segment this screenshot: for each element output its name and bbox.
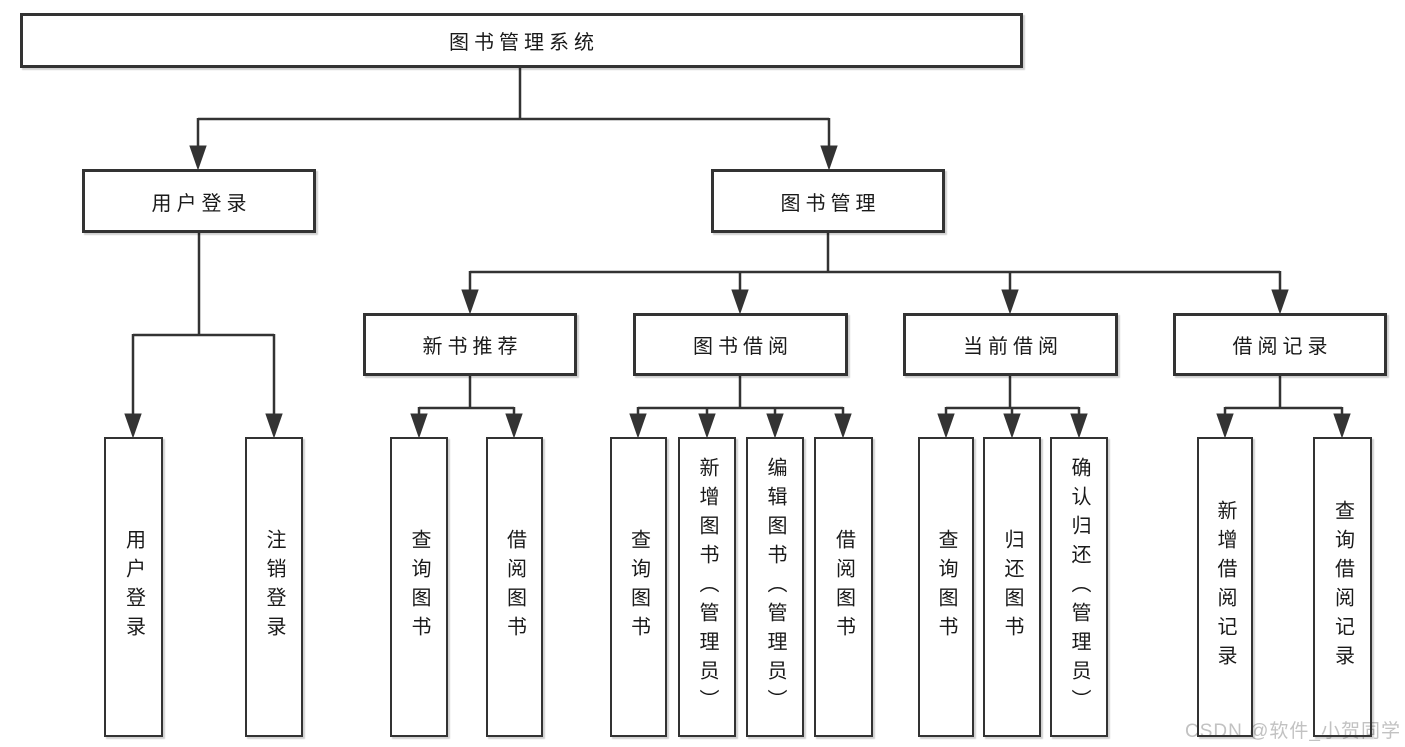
arrow-down-icon [1070, 413, 1088, 439]
leaf-edit-book-admin-label: 编辑图书（管理员） [764, 456, 786, 718]
arrow-down-icon [124, 413, 142, 439]
arrow-down-icon [1003, 413, 1021, 439]
leaf-return-book-label: 归还图书 [1001, 529, 1023, 645]
node-book-borrow: 图书借阅 [633, 313, 848, 376]
node-new-book-recommend-label: 新书推荐 [422, 336, 523, 358]
leaf-query-books-current: 查询图书 [918, 437, 974, 737]
node-borrow-records-label: 借阅记录 [1232, 336, 1333, 358]
leaf-query-books-recommend: 查询图书 [390, 437, 448, 737]
arrow-down-icon [820, 145, 838, 171]
leaf-add-book-admin: 新增图书（管理员） [678, 437, 736, 737]
leaf-borrow-books: 借阅图书 [814, 437, 873, 737]
leaf-add-book-admin-label: 新增图书（管理员） [696, 456, 718, 718]
leaf-add-borrow-record-label: 新增借阅记录 [1214, 500, 1236, 674]
arrow-down-icon [265, 413, 283, 439]
leaf-confirm-return-admin: 确认归还（管理员） [1050, 437, 1108, 737]
arrow-down-icon [461, 289, 479, 315]
leaf-borrow-books-label: 借阅图书 [832, 529, 855, 645]
arrow-down-icon [834, 413, 852, 439]
node-new-book-recommend: 新书推荐 [363, 313, 577, 376]
node-user-login: 用户登录 [82, 169, 316, 233]
leaf-add-borrow-record: 新增借阅记录 [1197, 437, 1253, 737]
arrow-down-icon [731, 289, 749, 315]
leaf-confirm-return-admin-label: 确认归还（管理员） [1068, 456, 1090, 718]
leaf-edit-book-admin: 编辑图书（管理员） [746, 437, 804, 737]
leaf-query-books-recommend-label: 查询图书 [408, 529, 430, 645]
node-current-borrow-label: 当前借阅 [963, 336, 1063, 358]
arrow-down-icon [1001, 289, 1019, 315]
arrow-down-icon [1216, 413, 1234, 439]
leaf-query-borrow-record: 查询借阅记录 [1313, 437, 1372, 737]
node-root-label: 图书管理系统 [449, 32, 599, 54]
node-current-borrow: 当前借阅 [903, 313, 1118, 376]
node-book-borrow-label: 图书借阅 [693, 336, 793, 358]
arrow-down-icon [629, 413, 647, 439]
leaf-query-borrow-record-label: 查询借阅记录 [1331, 500, 1354, 674]
arrow-down-icon [766, 413, 784, 439]
leaf-logout-label: 注销登录 [263, 529, 285, 645]
leaf-return-book: 归还图书 [983, 437, 1041, 737]
node-borrow-records: 借阅记录 [1173, 313, 1387, 376]
leaf-user-login: 用户登录 [104, 437, 163, 737]
arrow-down-icon [410, 413, 428, 439]
arrow-down-icon [937, 413, 955, 439]
arrow-down-icon [1271, 289, 1289, 315]
arrow-down-icon [1333, 413, 1351, 439]
leaf-query-books-borrow: 查询图书 [610, 437, 667, 737]
node-root: 图书管理系统 [20, 13, 1023, 68]
node-book-management: 图书管理 [711, 169, 945, 233]
arrow-down-icon [505, 413, 523, 439]
node-book-management-label: 图书管理 [780, 192, 881, 215]
arrow-down-icon [189, 145, 207, 171]
leaf-query-books-borrow-label: 查询图书 [627, 529, 650, 645]
leaf-logout: 注销登录 [245, 437, 303, 737]
arrow-down-icon [698, 413, 716, 439]
node-user-login-label: 用户登录 [151, 192, 252, 215]
leaf-borrow-books-recommend-label: 借阅图书 [503, 529, 526, 645]
leaf-user-login-label: 用户登录 [122, 529, 145, 645]
leaf-query-books-current-label: 查询图书 [935, 529, 957, 645]
leaf-borrow-books-recommend: 借阅图书 [486, 437, 543, 737]
